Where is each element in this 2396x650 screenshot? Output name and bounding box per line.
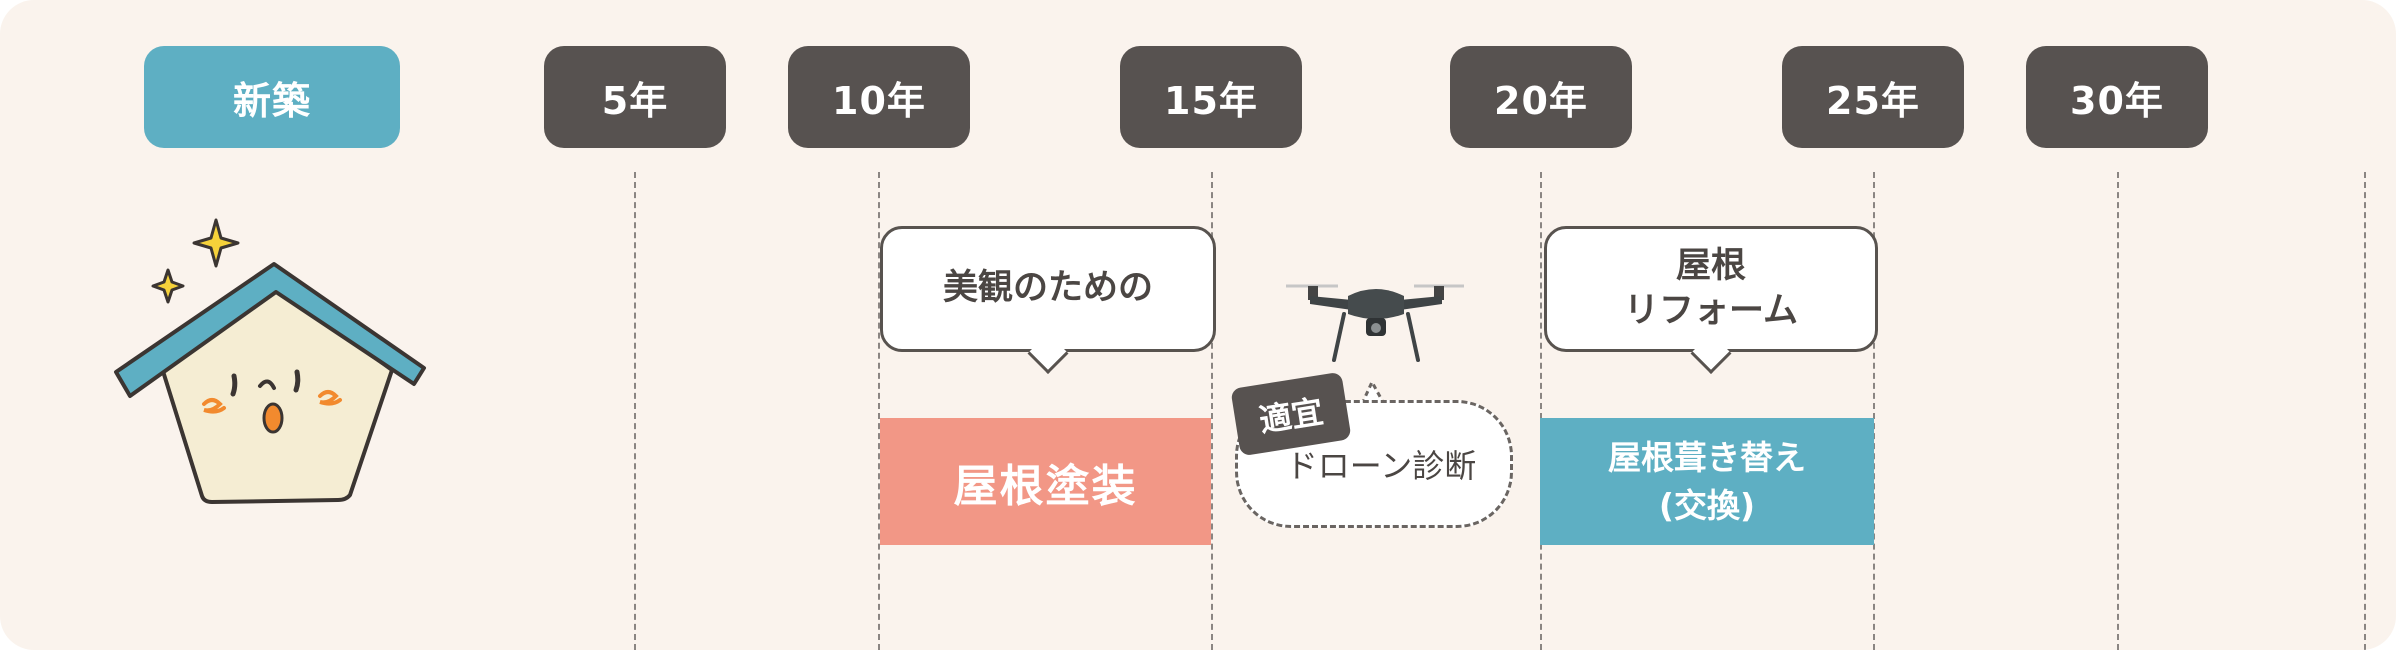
year-pill-5: 5年: [544, 46, 726, 148]
year-pill-new-build: 新築: [144, 46, 400, 148]
timeline-divider-30: [2117, 172, 2119, 650]
drone-diagnosis-label: ドローン診断: [1285, 447, 1477, 485]
roof-replacement-text: 屋根葺き替え (交換): [1608, 434, 1806, 530]
timeline-divider-20: [1540, 172, 1542, 650]
drone-cloud-tail: [1360, 378, 1386, 405]
as-needed-badge-text: 適宜: [1256, 392, 1326, 440]
roof-painting-block: 屋根塗装: [880, 418, 1211, 545]
roof-replacement-line1: 屋根葺き替え: [1608, 437, 1806, 477]
roof-replacement-line2: (交換): [1658, 485, 1756, 525]
year-pill-10: 10年: [788, 46, 970, 148]
sparkle-icon: [192, 218, 240, 268]
timeline-divider-5: [634, 172, 636, 650]
drone-icon: [1286, 284, 1464, 362]
year-pill-30: 30年: [2026, 46, 2208, 148]
roof-replacement-block: 屋根葺き替え (交換): [1540, 418, 1874, 545]
house-character-icon: [114, 218, 426, 504]
speech-bubble-roof-reform-line1: 屋根: [1675, 245, 1746, 286]
timeline-divider-end: [2364, 172, 2366, 650]
roof-painting-label: 屋根塗装: [953, 460, 1138, 512]
speech-bubble-roof-reform-line2: リフォーム: [1624, 291, 1798, 331]
timeline-divider-10: [878, 172, 880, 650]
timeline-divider-25: [1873, 172, 1875, 650]
speech-bubble-aesthetics-text: 美観のための: [942, 268, 1153, 309]
year-pill-20: 20年: [1450, 46, 1632, 148]
drone-diagnosis-bubble: ドローン診断: [1235, 400, 1513, 528]
year-pill-25: 25年: [1782, 46, 1964, 148]
timeline-divider-15: [1211, 172, 1213, 650]
speech-bubble-aesthetics: 美観のための: [880, 226, 1216, 375]
speech-bubble-roof-reform: 屋根 リフォーム: [1544, 226, 1878, 375]
speech-bubble-roof-reform-text: 屋根 リフォーム: [1624, 244, 1798, 335]
year-pill-15: 15年: [1120, 46, 1302, 148]
sparkle-icon: [151, 268, 185, 304]
